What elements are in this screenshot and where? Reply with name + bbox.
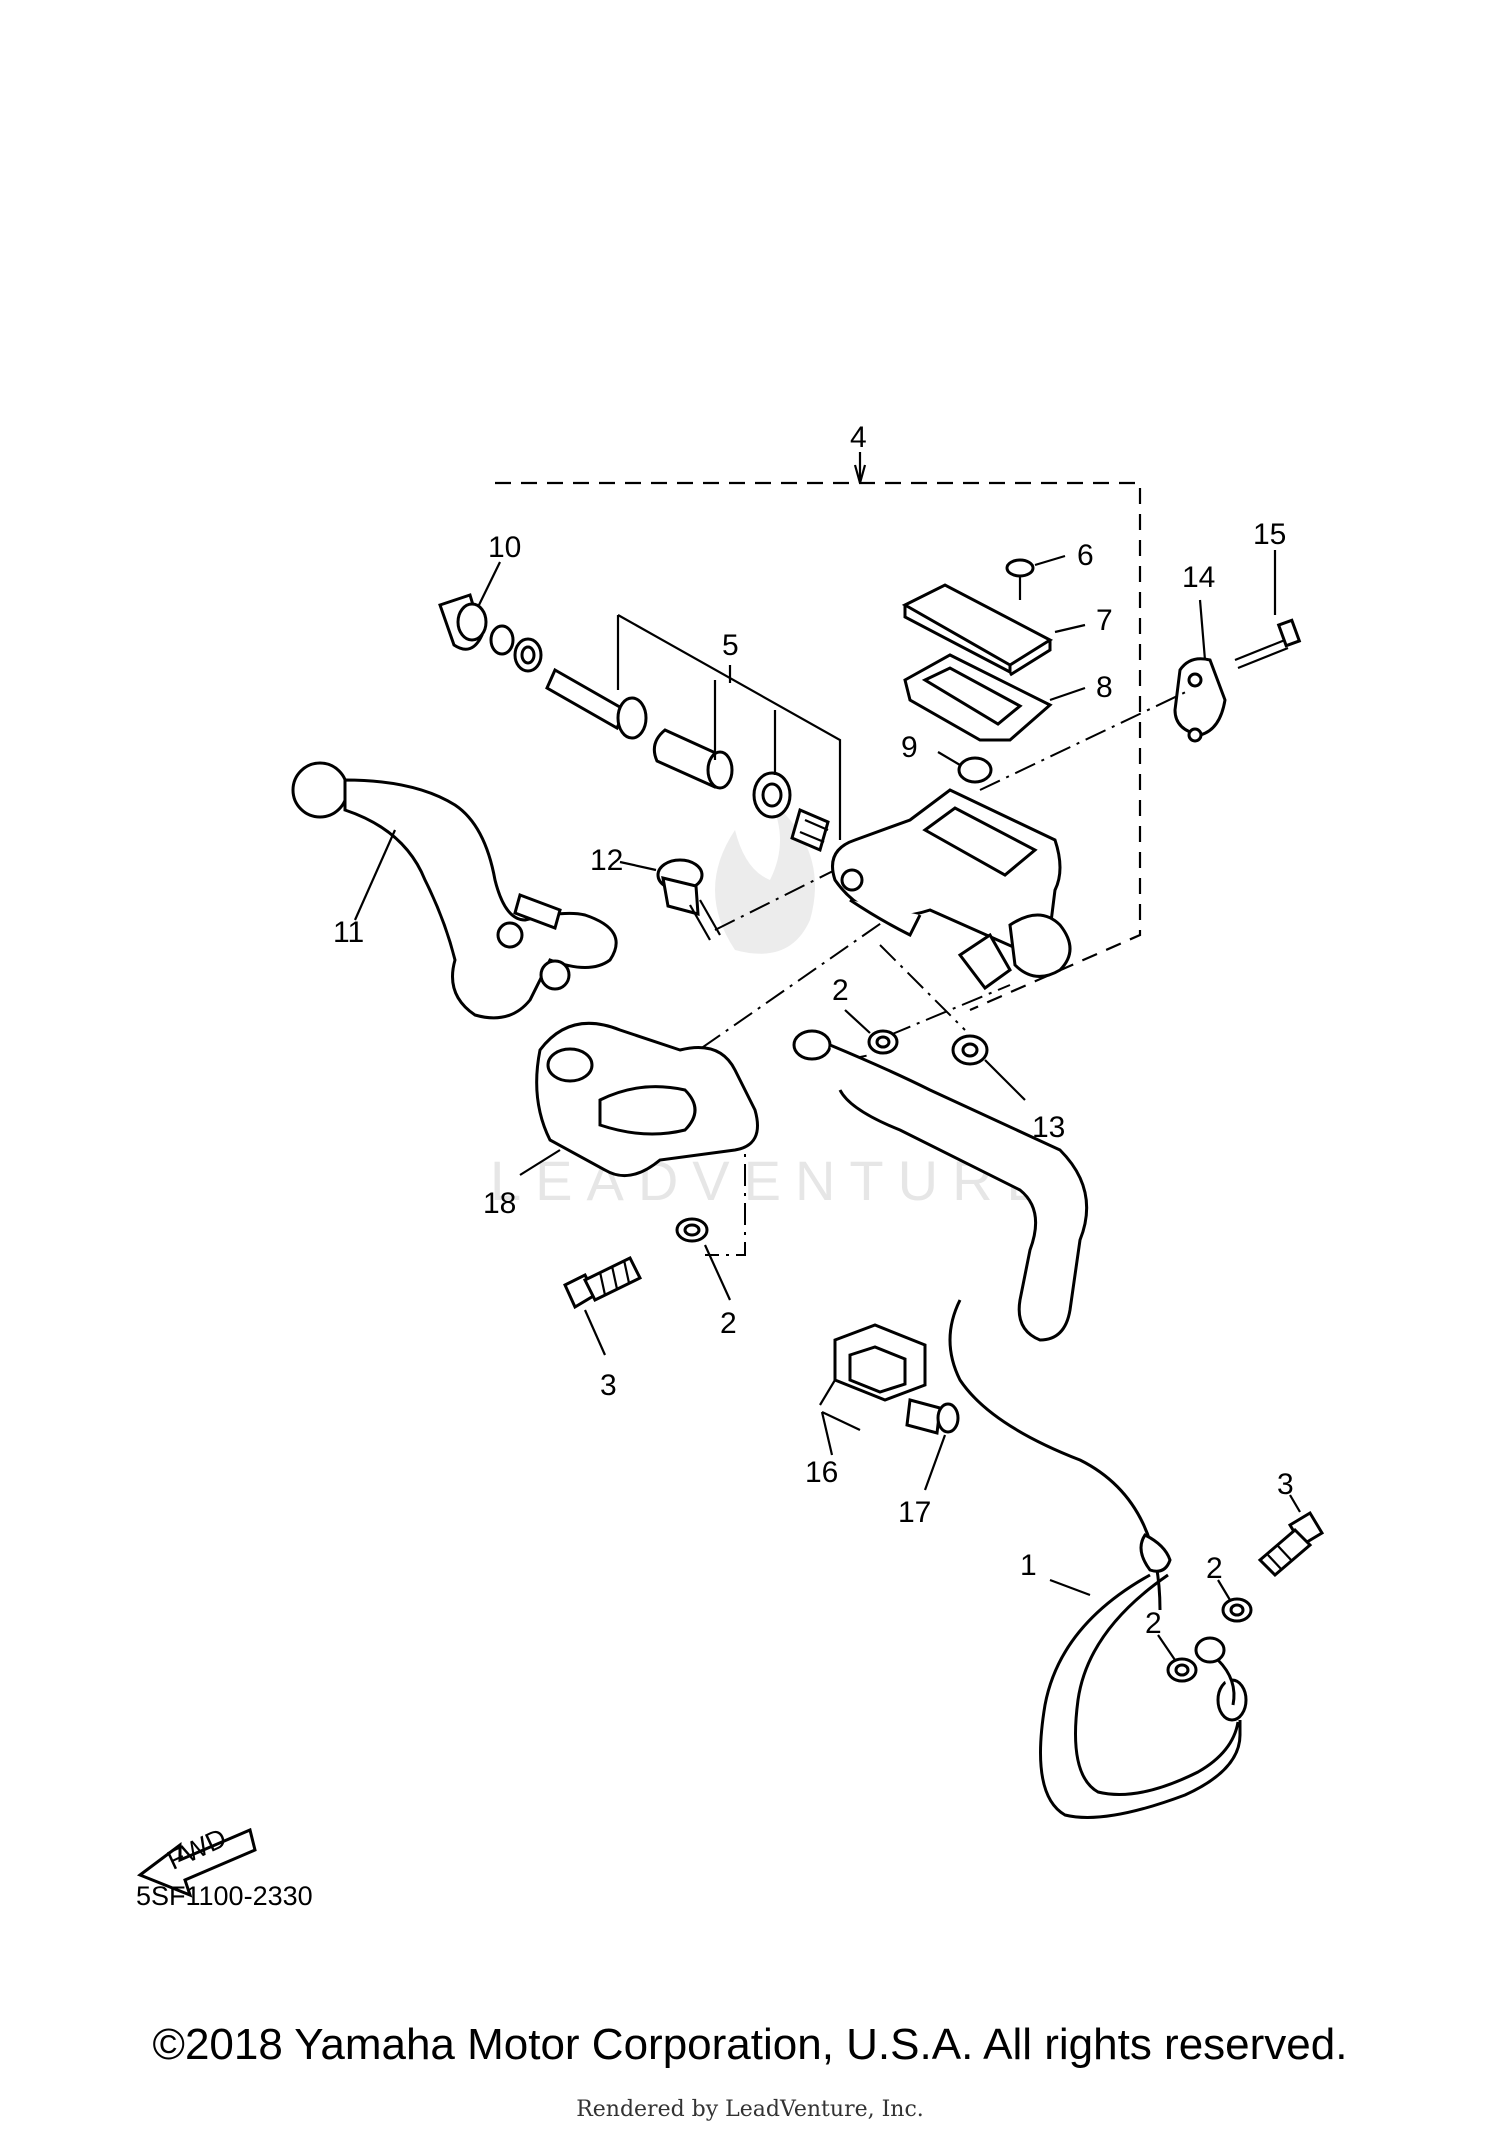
- clutch-switch-part-18: [519, 1021, 759, 1178]
- union-bolt-part-3b: [1257, 1494, 1325, 1578]
- callout-2d: 2: [1206, 1552, 1223, 1585]
- callout-2a: 2: [832, 974, 849, 1007]
- screw-part-6: [1005, 554, 1066, 600]
- washer-part-2c: [1157, 1634, 1198, 1683]
- screw-part-17: [905, 1398, 960, 1491]
- diaphragm-part-8: [903, 653, 1053, 742]
- callout-17: 17: [898, 1496, 931, 1529]
- callout-15: 15: [1253, 518, 1286, 551]
- washer-part-2b: [675, 1217, 732, 1301]
- callout-18: 18: [483, 1187, 516, 1220]
- plate-part-9: [957, 756, 993, 784]
- clutch-hose-part-1: [792, 1029, 1248, 1819]
- callout-3a: 3: [600, 1369, 617, 1402]
- reservoir-cap-part-7: [901, 583, 1054, 677]
- washer-part-2a: [844, 1009, 899, 1055]
- clutch-lever-part-11: [291, 761, 618, 1020]
- diagram-code: 5SF1100-2330: [136, 1881, 313, 1911]
- copyright-notice: ©2018 Yamaha Motor Corporation, U.S.A. A…: [152, 2020, 1348, 2069]
- callout-11: 11: [333, 916, 364, 949]
- callout-5: 5: [722, 629, 739, 662]
- callout-2b: 2: [720, 1307, 737, 1340]
- callout-4: 4: [850, 421, 867, 454]
- callout-6: 6: [1077, 539, 1094, 572]
- washer-part-2d: [1217, 1579, 1253, 1623]
- bolt-part-15: [1234, 550, 1302, 670]
- piston-kit-part-5: [545, 667, 830, 853]
- callout-2c: 2: [1145, 1607, 1162, 1640]
- nut-part-13: [951, 1034, 1026, 1101]
- watermark-text: LEADVENTURE: [490, 1149, 1058, 1212]
- callout-12: 12: [590, 844, 623, 877]
- assembly-4-outline: [495, 481, 1142, 1012]
- callout-3b: 3: [1277, 1468, 1294, 1501]
- holder-part-14: [1173, 657, 1227, 737]
- fwd-arrow-icon: FWD: [136, 1823, 257, 1898]
- watermark-logo: LEADVENTURE: [490, 800, 1058, 1212]
- callout-8: 8: [1096, 671, 1113, 704]
- callout-7: 7: [1096, 604, 1113, 637]
- callout-9: 9: [901, 731, 918, 764]
- callout-1: 1: [1020, 1549, 1037, 1582]
- callout-16: 16: [805, 1456, 838, 1489]
- master-cylinder-body: [831, 788, 1072, 991]
- callout-13: 13: [1032, 1111, 1065, 1144]
- pivot-bolt-part-12: [619, 858, 721, 941]
- rendered-by-notice: Rendered by LeadVenture, Inc.: [576, 2097, 924, 2122]
- callout-14: 14: [1182, 561, 1215, 594]
- switch-part-16: [819, 1323, 927, 1456]
- union-bolt-part-3a: [563, 1255, 643, 1356]
- callout-10: 10: [488, 531, 521, 564]
- boot-part-10: [438, 593, 543, 673]
